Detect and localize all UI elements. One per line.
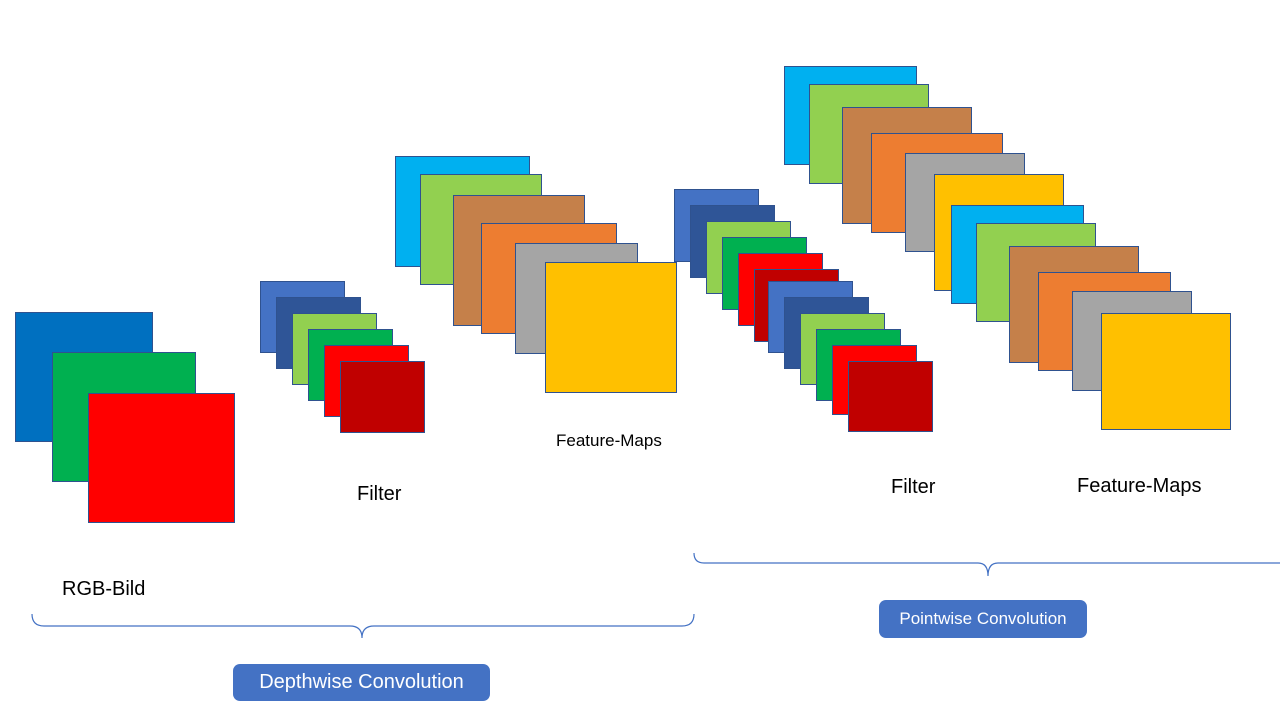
pointwise-brace <box>693 552 1280 577</box>
filter-square <box>340 361 425 433</box>
filter-square <box>848 361 933 432</box>
pointwise-convolution-badge: Pointwise Convolution <box>879 600 1087 638</box>
filter-label-pointwise: Filter <box>891 476 936 498</box>
filter-label-depthwise: Filter <box>357 483 402 505</box>
feature-map-square <box>545 262 677 393</box>
feature-map-square <box>1101 313 1231 430</box>
rgb-red-channel <box>88 393 235 523</box>
feature-maps-label-pointwise: Feature-Maps <box>1077 475 1202 497</box>
depthwise-brace <box>31 613 695 639</box>
feature-maps-label-depthwise: Feature-Maps <box>556 431 662 450</box>
rgb-image-label: RGB-Bild <box>62 578 146 600</box>
depthwise-convolution-badge: Depthwise Convolution <box>233 664 490 701</box>
